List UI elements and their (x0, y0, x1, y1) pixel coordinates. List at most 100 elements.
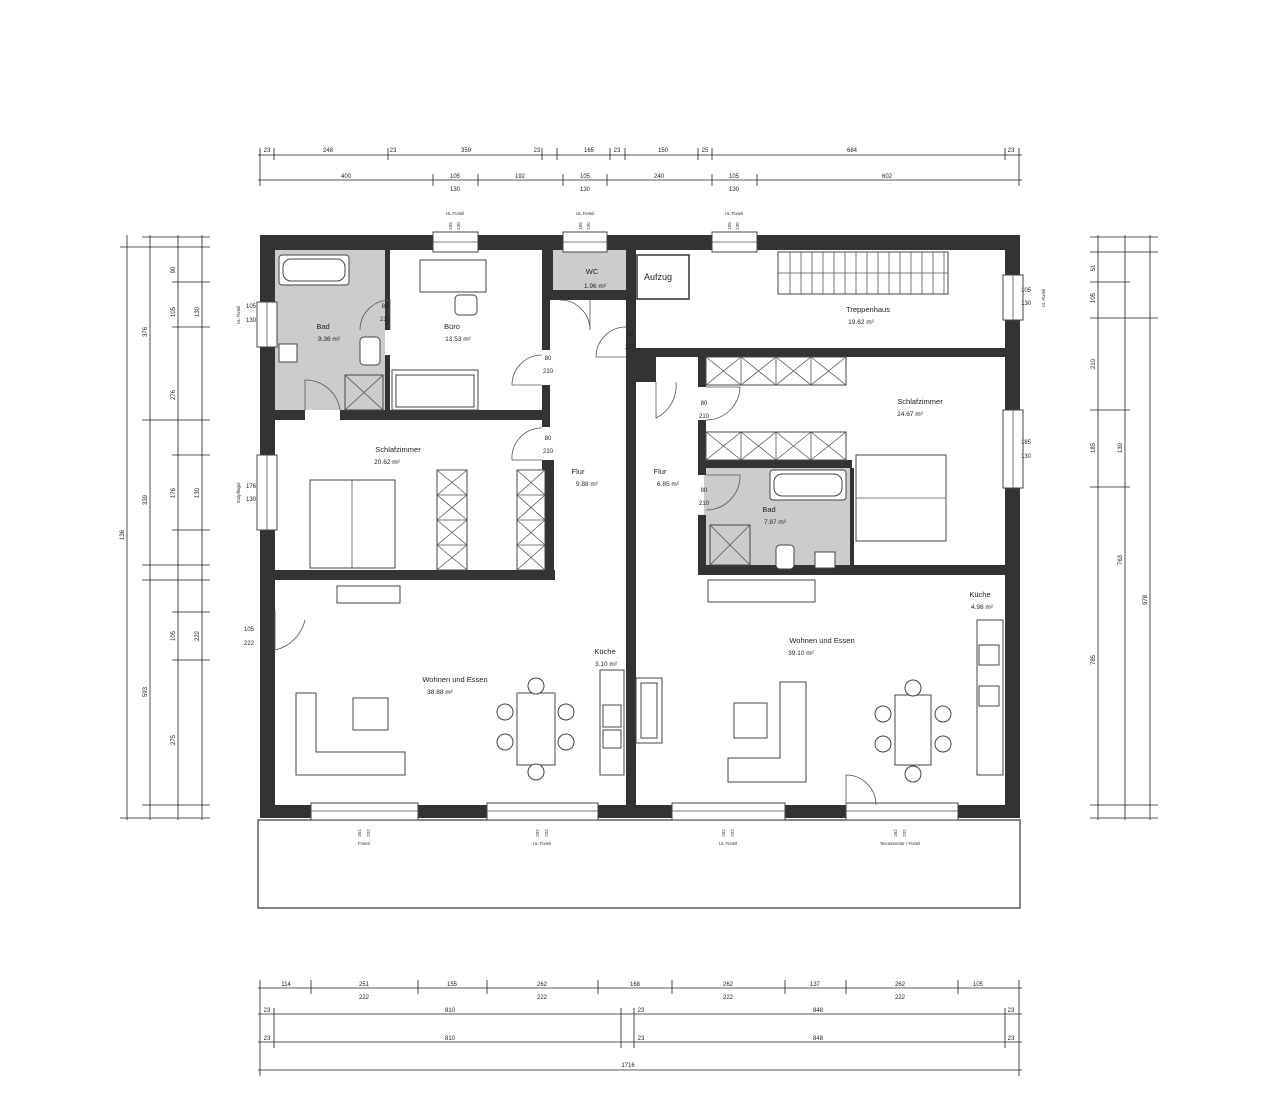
room-name-buero: Büro (444, 322, 460, 331)
room-area-bad-right: 7.87 m² (764, 519, 787, 526)
dim-bot3-23c: 23 (1008, 1036, 1015, 1042)
dim-bot3-23a: 23 (264, 1036, 271, 1042)
op-bad-left-a: 105 (246, 304, 257, 310)
furniture-right (635, 356, 1004, 783)
dim-bot-total: 1716 (621, 1063, 635, 1069)
op-bad-top-b: 130 (456, 222, 461, 230)
room-name-flur-left: Flur (572, 467, 585, 476)
dim-top2-240: 240 (654, 174, 665, 180)
op-bot3-b: 222 (730, 829, 735, 837)
room-area-wc: 1.96 m² (584, 283, 607, 290)
room-name-wohnen-right: Wohnen und Essen (789, 636, 854, 645)
op-bot2-a: 262 (535, 829, 540, 837)
op-door-flur1-b: 210 (543, 449, 554, 455)
dim-left-total: 136 (120, 529, 126, 540)
top-dimensions: 23 248 23 359 23 165 23 150 25 684 23 40… (258, 148, 1022, 193)
room-area-kueche-left: 3.10 m² (595, 661, 618, 668)
dim-top-359: 359 (461, 148, 472, 154)
window-label-left-schlaf: Stulpflügel (236, 482, 241, 503)
room-name-aufzug: Aufzug (644, 272, 672, 282)
op-bot2-b: 222 (544, 829, 549, 837)
room-name-schlaf-right: Schlafzimmer (897, 397, 943, 406)
dim-left-276: 276 (171, 389, 177, 400)
dim-top-25: 25 (702, 148, 709, 154)
dim-top-150: 150 (658, 148, 669, 154)
op-door-schlaf-r-b: 210 (699, 414, 710, 420)
toilet-icon (359, 336, 381, 366)
window-label-bot4: Terrassentür / Fixteil (880, 841, 921, 846)
room-area-buero: 13.53 m² (445, 336, 471, 343)
dim-right-105: 105 (1091, 292, 1097, 303)
op-door-flur1-a: 80 (545, 436, 552, 442)
op-door-buero-b: 210 (543, 369, 554, 375)
op-bot1-a: 251 (357, 829, 362, 837)
room-area-treppenhaus: 19.62 m² (848, 319, 874, 326)
dim-bot-168: 168 (630, 982, 641, 988)
op-trh-top-a: 105 (727, 222, 732, 230)
op-door-trh-a: 90 (627, 332, 634, 338)
dim-left-339: 339 (143, 494, 149, 505)
bottom-dimensions: 114 251 222 155 262 222 168 262 222 137 … (258, 980, 1022, 1076)
dim-bot2-848: 848 (813, 1008, 824, 1014)
opening-dims: 105 130 105 130 105 130 105 130 176 130 … (244, 222, 1032, 837)
dim-bot3-848: 848 (813, 1036, 824, 1042)
op-trh-right-b: 130 (1021, 301, 1032, 307)
op-wc-top-b: 130 (586, 222, 591, 230)
dim-bot-222a: 222 (359, 995, 370, 1001)
dim-top-165: 165 (584, 148, 595, 154)
dim-bot-155: 155 (447, 982, 458, 988)
dim-bot3-810: 810 (445, 1036, 456, 1042)
op-wc-top-a: 105 (578, 222, 583, 230)
dim-right-185: 185 (1091, 442, 1097, 453)
room-area-flur-left: 9.88 m² (576, 481, 599, 488)
op-door-bad-a: 80 (382, 304, 389, 310)
dim-top2-130b: 130 (580, 187, 591, 193)
dim-top2-105c: 105 (729, 174, 740, 180)
room-name-wc: WC (586, 267, 599, 276)
room-name-flur-right: Flur (654, 467, 667, 476)
staircase (777, 251, 949, 295)
window-label-bot3: UL Fixteil (719, 841, 738, 846)
dim-left-593: 593 (143, 686, 149, 697)
op-schlaf-left-b: 130 (246, 497, 257, 503)
dim-right-130: 130 (1118, 442, 1124, 453)
op-door-bad-r-b: 210 (699, 501, 710, 507)
window-label-right-trh: UL Fixteil (1041, 289, 1046, 308)
op-bot4-a: 262 (893, 829, 898, 837)
dim-left-376: 376 (143, 326, 149, 337)
op-wohnen-left-a: 105 (244, 627, 255, 633)
dim-top2-400: 400 (341, 174, 352, 180)
dim-bot3-23b: 23 (638, 1036, 645, 1042)
room-area-wohnen-left: 38.88 m² (427, 689, 453, 696)
room-name-schlaf-left: Schlafzimmer (375, 445, 421, 454)
windows (256, 231, 1024, 821)
dim-bot-137: 137 (810, 982, 821, 988)
op-door-trh-b: 210 (625, 345, 636, 351)
room-name-treppenhaus: Treppenhaus (846, 305, 890, 314)
window-label-bot1: Fixteil (358, 841, 370, 846)
dim-left-130b: 130 (195, 487, 201, 498)
op-bad-left-b: 130 (246, 318, 257, 324)
dim-right-785: 785 (1091, 654, 1097, 665)
op-door-bad-b: 210 (380, 317, 391, 323)
dim-bot-222d: 222 (895, 995, 906, 1001)
dim-top-248: 248 (323, 148, 334, 154)
room-name-bad-right: Bad (762, 505, 775, 514)
op-door-buero-a: 80 (545, 356, 552, 362)
dim-top2-192: 192 (515, 174, 526, 180)
room-name-wohnen-left: Wohnen und Essen (422, 675, 487, 684)
room-name-bad-left: Bad (316, 322, 329, 331)
dim-top-23a: 23 (264, 148, 271, 154)
dim-top2-130a: 130 (450, 187, 461, 193)
dim-right-978: 978 (1143, 594, 1149, 605)
room-area-kueche-right: 4.98 m² (971, 604, 994, 611)
op-schlaf-right-b: 130 (1021, 454, 1032, 460)
dim-top2-130c: 130 (729, 187, 740, 193)
dim-left-130a: 130 (195, 306, 201, 317)
room-area-wohnen-right: 39.10 m² (788, 650, 814, 657)
dim-bot2-23b: 23 (638, 1008, 645, 1014)
dim-bot2-23a: 23 (264, 1008, 271, 1014)
dim-bot-114: 114 (281, 982, 291, 988)
dim-left-90: 90 (171, 266, 177, 273)
